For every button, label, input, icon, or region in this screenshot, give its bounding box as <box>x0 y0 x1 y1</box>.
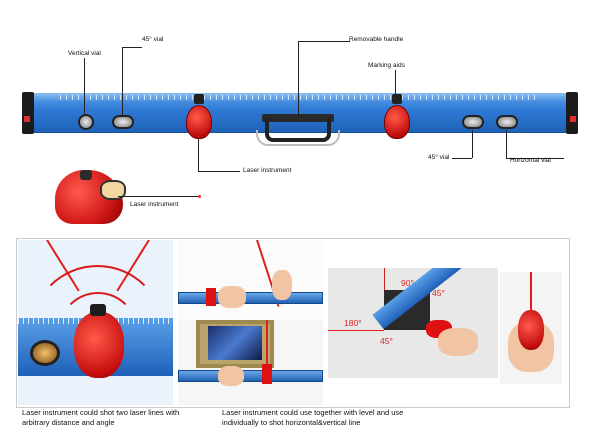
usage-photo-angles <box>18 240 173 405</box>
hand-left <box>218 286 246 308</box>
laser-head-left <box>194 94 204 104</box>
callout-line-handle-h <box>298 41 350 42</box>
laser-head-right <box>392 94 402 104</box>
usage-photo-handheld <box>500 272 562 384</box>
hand-holding-level <box>438 328 478 356</box>
callout-end-dot <box>198 195 201 198</box>
vial-45-top-icon <box>112 115 134 129</box>
usage-photo-angle-measure: 90° 45° 180° 45° <box>328 268 498 378</box>
angle-arc-inner <box>58 292 138 372</box>
callout-marking-aids: Marking aids <box>368 62 405 69</box>
laser-beam-vertical <box>266 320 268 382</box>
ruler-scale <box>60 95 540 100</box>
laser-closeup-head <box>90 304 106 316</box>
laser-instrument-right <box>384 105 410 139</box>
usage-photo-mark <box>178 240 323 320</box>
handle-bracket <box>262 114 334 122</box>
callout-removable-handle: Removable handle <box>349 36 404 43</box>
mini-level-top <box>178 292 323 304</box>
angle-label-45-top: 45° <box>432 288 445 298</box>
product-diagram: Vertical vial 45° vial Removable handle … <box>22 36 578 224</box>
callout-line-vertical-vial <box>84 58 85 114</box>
laser-instrument-left <box>186 105 212 139</box>
level-end-cap-right <box>566 92 578 134</box>
end-cap-red-marker-right <box>570 116 576 122</box>
hand-right <box>272 270 292 300</box>
callout-line-laser-main-h <box>198 171 240 172</box>
end-cap-red-marker-left <box>24 116 30 122</box>
beam-180 <box>328 330 384 331</box>
angle-label-90: 90° <box>401 278 414 288</box>
callout-line-45-vial-bottom <box>472 130 473 158</box>
callout-line-horizontal-vial-h <box>506 158 564 159</box>
callout-45-vial-bottom: 45° vial <box>428 154 450 161</box>
callout-line-horizontal-vial <box>506 130 507 158</box>
callout-line-laser-main <box>198 139 199 171</box>
callout-line-laser-small <box>118 196 198 197</box>
callout-line-45-vial-top <box>122 47 123 115</box>
mini-laser-top <box>206 288 216 306</box>
handheld-laser <box>518 310 544 350</box>
usage-panel-frame <box>16 238 570 408</box>
callout-line-45-vial-bottom-h <box>452 158 472 159</box>
callout-laser-instrument-small: Laser instrument <box>130 201 179 208</box>
caption-right: Laser instrument could use together with… <box>222 408 404 427</box>
angle-label-180: 180° <box>344 318 362 328</box>
caption-left: Laser instrument could shot two laser li… <box>22 408 180 427</box>
beam-90 <box>384 268 385 290</box>
horizontal-vial-icon <box>496 115 518 129</box>
vertical-vial-icon <box>78 114 94 130</box>
handheld-beam <box>530 272 532 312</box>
callout-45-vial-top: 45° vial <box>142 36 164 43</box>
angle-arc-outer <box>30 265 165 400</box>
angle-label-45-bottom: 45° <box>380 336 393 346</box>
vial-closeup-icon <box>30 340 60 366</box>
vial-45-bottom-icon <box>462 115 484 129</box>
laser-window <box>100 180 126 200</box>
hand-bottom <box>218 366 244 386</box>
mini-level-bottom <box>178 370 323 382</box>
callout-line-45-vial-top-h <box>122 47 142 48</box>
laser-closeup <box>74 312 124 378</box>
callout-vertical-vial: Vertical vial <box>68 50 101 57</box>
usage-photo-frame <box>178 320 323 405</box>
callout-line-handle <box>298 41 299 118</box>
laser-knob <box>80 170 92 180</box>
callout-line-marking-aids <box>395 70 396 94</box>
level-end-cap-left <box>22 92 34 134</box>
mini-laser-bottom <box>262 364 272 384</box>
callout-horizontal-vial: Horizontal vial <box>510 157 551 164</box>
picture-frame-art <box>208 326 262 360</box>
handle-grip <box>256 130 340 146</box>
callout-laser-instrument-main: Laser instrument <box>243 167 292 174</box>
